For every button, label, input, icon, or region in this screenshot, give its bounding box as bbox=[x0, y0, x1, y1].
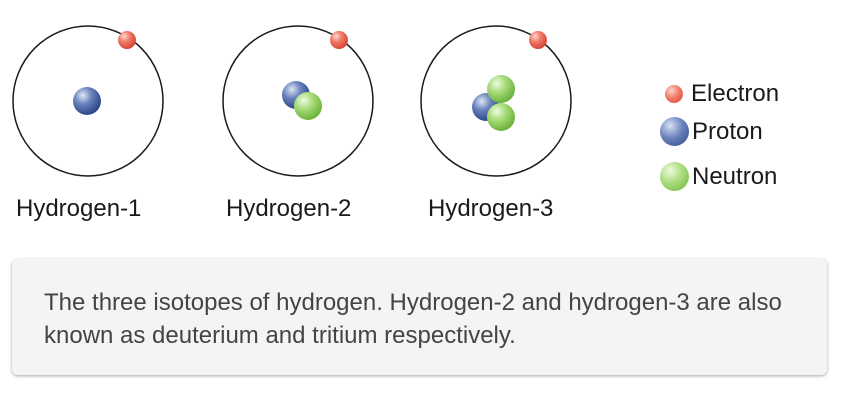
electron bbox=[330, 31, 348, 49]
legend-item-neutron: Neutron bbox=[660, 162, 777, 191]
electron bbox=[118, 31, 136, 49]
proton-swatch-icon bbox=[660, 117, 689, 146]
label-hydrogen-1: Hydrogen-1 bbox=[16, 195, 142, 222]
orbit bbox=[12, 25, 164, 177]
orbit bbox=[420, 25, 572, 177]
orbit bbox=[222, 25, 374, 177]
legend-label-proton: Proton bbox=[692, 117, 763, 145]
proton bbox=[73, 87, 101, 115]
legend-item-electron: Electron bbox=[660, 80, 779, 108]
legend-label-electron: Electron bbox=[691, 80, 780, 107]
neutron bbox=[487, 103, 515, 131]
neutron bbox=[487, 75, 515, 103]
legend-item-proton: Proton bbox=[660, 117, 763, 146]
legend-label-neutron: Neutron bbox=[692, 162, 778, 190]
caption-text: The three isotopes of hydrogen. Hydrogen… bbox=[44, 289, 782, 349]
neutron bbox=[294, 92, 322, 120]
label-hydrogen-3: Hydrogen-3 bbox=[428, 195, 554, 222]
atom-hydrogen-2 bbox=[222, 25, 374, 177]
atom-hydrogen-3 bbox=[420, 25, 572, 177]
atom-hydrogen-1 bbox=[12, 25, 164, 177]
isotope-diagram bbox=[12, 25, 572, 177]
caption-box: The three isotopes of hydrogen. Hydrogen… bbox=[12, 259, 827, 375]
electron bbox=[529, 31, 547, 49]
electron-swatch-icon bbox=[665, 85, 683, 103]
label-hydrogen-2: Hydrogen-2 bbox=[226, 195, 352, 222]
neutron-swatch-icon bbox=[660, 162, 689, 191]
